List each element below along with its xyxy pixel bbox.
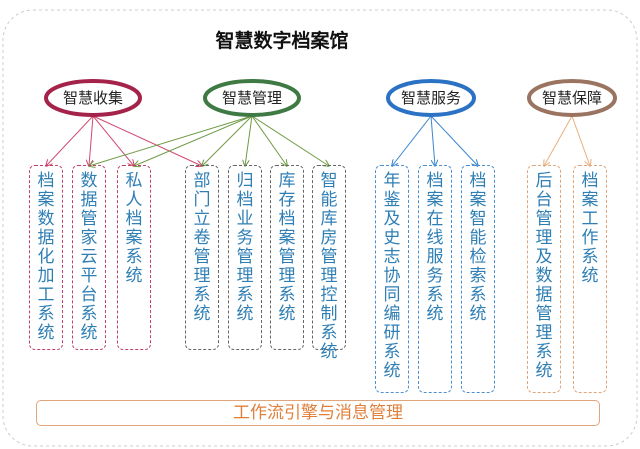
arrow xyxy=(544,115,573,166)
arrow xyxy=(89,115,253,166)
system-box: 部门立卷管理系统 xyxy=(185,165,219,350)
arrow xyxy=(251,115,287,166)
system-box: 归档业务管理系统 xyxy=(228,165,262,350)
system-label: 归档业务管理系统 xyxy=(236,171,254,324)
arrow xyxy=(92,115,134,166)
system-label: 私人档案系统 xyxy=(125,171,143,286)
arrow xyxy=(89,115,94,166)
category-label: 智慧服务 xyxy=(400,89,461,107)
arrow xyxy=(134,115,253,166)
arrow xyxy=(92,115,202,166)
system-box: 智能库房管理控制系统 xyxy=(312,165,346,362)
system-box: 后台管理及数据管理系统 xyxy=(527,165,561,393)
system-label: 档案在线服务系统 xyxy=(426,171,444,324)
system-box: 数据管家云平台系统 xyxy=(72,165,106,350)
system-label: 档案工作系统 xyxy=(581,171,599,286)
arrow xyxy=(571,115,590,166)
category-ellipse xyxy=(203,79,301,117)
arrow xyxy=(202,115,253,166)
category-ellipse xyxy=(44,79,142,117)
system-label: 年鉴及史志协同编研系统 xyxy=(383,171,401,381)
arrow xyxy=(430,115,478,166)
category-ellipse xyxy=(527,79,617,117)
arrow xyxy=(430,115,435,166)
arrow xyxy=(251,115,329,166)
page-title: 智慧数字档案馆 xyxy=(215,30,349,52)
system-label: 档案智能检索系统 xyxy=(469,171,487,324)
system-label: 智能库房管理控制系统 xyxy=(320,171,338,362)
system-label: 数据管家云平台系统 xyxy=(80,171,98,343)
system-label: 库存档案管理系统 xyxy=(278,171,296,324)
system-box: 库存档案管理系统 xyxy=(270,165,304,350)
system-label: 档案数据化加工系统 xyxy=(37,171,55,343)
workflow-engine-bar: 工作流引擎与消息管理 xyxy=(36,400,600,426)
arrow xyxy=(46,115,94,166)
system-box: 档案工作系统 xyxy=(573,165,607,393)
system-box: 档案数据化加工系统 xyxy=(29,165,63,350)
arrow xyxy=(245,115,253,166)
system-box: 年鉴及史志协同编研系统 xyxy=(375,165,409,393)
system-label: 后台管理及数据管理系统 xyxy=(535,171,553,381)
system-label: 部门立卷管理系统 xyxy=(193,171,211,324)
category-label: 智慧管理 xyxy=(221,89,282,107)
arrow xyxy=(392,115,432,166)
system-box: 私人档案系统 xyxy=(117,165,151,350)
category-ellipse xyxy=(386,79,476,117)
system-box: 档案智能检索系统 xyxy=(461,165,495,393)
category-label: 智慧保障 xyxy=(541,89,602,107)
category-label: 智慧收集 xyxy=(62,89,123,107)
system-box: 档案在线服务系统 xyxy=(418,165,452,393)
